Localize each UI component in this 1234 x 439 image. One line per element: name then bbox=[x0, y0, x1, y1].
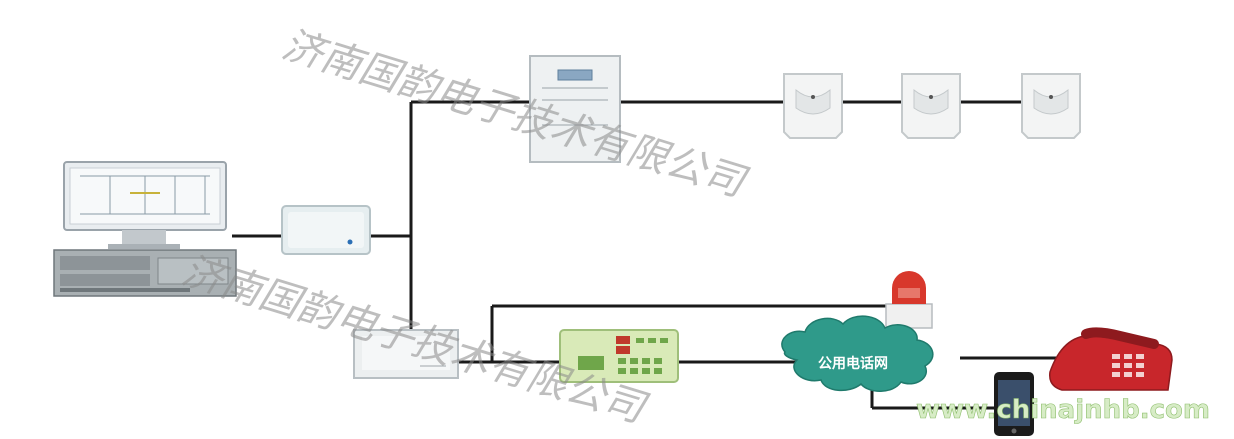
desk-telephone-icon bbox=[1049, 327, 1173, 391]
zone-expander-panel-icon bbox=[529, 55, 621, 163]
alarm-host-icon bbox=[353, 329, 459, 379]
control-keypad-icon bbox=[559, 329, 679, 383]
pir-motion-detector-icon bbox=[901, 73, 961, 139]
site-url: www.chinajnhb.com bbox=[916, 395, 1210, 425]
pir-motion-detector-icon bbox=[1021, 73, 1081, 139]
pir-motion-detector-icon bbox=[783, 73, 843, 139]
computer-workstation-icon bbox=[53, 161, 237, 297]
telephone-network-cloud-icon: 公用电话网 bbox=[781, 315, 934, 392]
network-module-icon bbox=[281, 205, 371, 255]
watermark-text-upper: 济南国韵电子技术有限公司 bbox=[277, 22, 753, 207]
alarm-siren-icon bbox=[885, 271, 933, 329]
network-label: 公用电话网 bbox=[818, 355, 888, 372]
mobile-phone-icon bbox=[994, 372, 1034, 436]
